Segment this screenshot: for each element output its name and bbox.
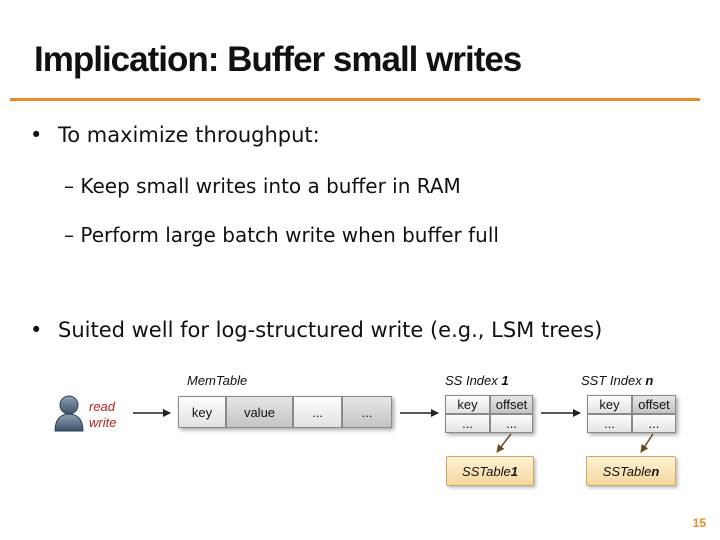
ss-index-1-label: SS Index 1 bbox=[445, 373, 509, 388]
sstable-n-num: n bbox=[651, 463, 660, 479]
read-write-label: read write bbox=[89, 399, 116, 431]
title-divider bbox=[10, 98, 700, 101]
read-label: read bbox=[89, 399, 116, 414]
user-icon bbox=[54, 395, 84, 432]
memtable-key-cell: key bbox=[178, 396, 226, 428]
ss-index-1-row-key: ... bbox=[445, 414, 490, 433]
bullet-text: Suited well for log-structured write (e.… bbox=[58, 318, 603, 342]
sub-bullet-text: Keep small writes into a buffer in RAM bbox=[80, 174, 461, 198]
ss-index-label-num: 1 bbox=[501, 373, 509, 388]
bullet-lsm: • Suited well for log-structured write (e… bbox=[30, 318, 602, 342]
sub-bullet-buffer: – Keep small writes into a buffer in RAM bbox=[64, 174, 461, 198]
sstable-1-text: SSTable bbox=[462, 463, 511, 479]
sst-index-n-offset-header: offset bbox=[632, 395, 676, 414]
sstable-n-text: SSTable bbox=[602, 463, 652, 479]
dash-marker: – bbox=[64, 174, 81, 198]
sstable-1-num: 1 bbox=[510, 463, 518, 479]
sst-index-label-text: SST Index bbox=[581, 373, 646, 388]
dash-marker: – bbox=[64, 223, 81, 247]
bullet-marker: • bbox=[30, 318, 43, 342]
memtable-value-cell: value bbox=[226, 396, 293, 428]
ss-index-1-offset-header: offset bbox=[490, 395, 533, 414]
memtable-ellipsis-cell: ... bbox=[293, 396, 342, 428]
sub-bullet-text: Perform large batch write when buffer fu… bbox=[80, 223, 499, 247]
memtable-label: MemTable bbox=[187, 373, 248, 388]
sst-index-label-num: n bbox=[645, 373, 654, 388]
ss-index-label-text: SS Index bbox=[445, 373, 502, 388]
sst-index-n-label: SST Index n bbox=[581, 373, 653, 388]
bullet-throughput: • To maximize throughput: bbox=[30, 123, 320, 147]
write-label: write bbox=[89, 415, 117, 430]
bullet-text: To maximize throughput: bbox=[58, 123, 320, 147]
bullet-marker: • bbox=[30, 123, 43, 147]
ss-index-1-row-offset: ... bbox=[490, 414, 533, 433]
sst-index-n-row-offset: ... bbox=[632, 414, 676, 433]
sst-index-n-row-key: ... bbox=[587, 414, 632, 433]
sstable-1: SSTable 1 bbox=[446, 456, 534, 486]
memtable-ellipsis-cell: ... bbox=[342, 396, 392, 428]
sstable-n: SSTable n bbox=[586, 456, 676, 486]
arrow-sst-index-n-to-sstable-n bbox=[640, 433, 654, 453]
sub-bullet-batch: – Perform large batch write when buffer … bbox=[64, 223, 499, 247]
ss-index-1-key-header: key bbox=[445, 395, 490, 414]
slide-title: Implication: Buffer small writes bbox=[34, 40, 522, 79]
page-number: 15 bbox=[692, 516, 706, 530]
sst-index-n-key-header: key bbox=[587, 395, 632, 414]
arrow-ss-index-1-to-sstable-1 bbox=[496, 433, 512, 453]
